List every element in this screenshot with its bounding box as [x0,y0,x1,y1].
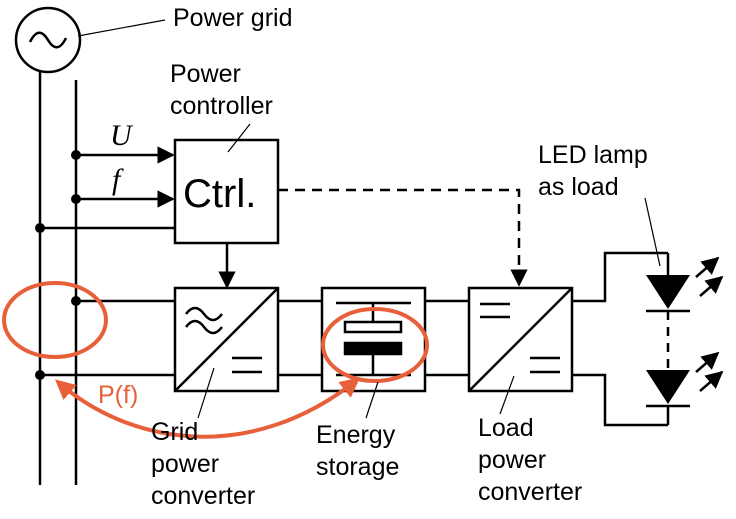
ctrl-label: Ctrl. [183,172,256,216]
power-controller-label-line2: controller [170,92,273,120]
load-converter-box [467,286,574,393]
ac-dc-converter-icon [185,306,262,374]
led-label-leader [644,197,661,267]
grid-converter-box [173,286,280,393]
storage-highlight [321,307,429,383]
pf-label: P(f) [98,381,138,409]
grid-source-icon [14,6,82,74]
power-grid-label: Power grid [173,4,293,32]
load-converter-leader [499,375,515,415]
grid-label-leader [77,19,166,37]
load-converter-label-line1: Load [478,414,534,442]
load-converter-label-line3: converter [478,478,582,506]
dc-dc-converter-icon [480,302,560,374]
load-converter-label-line2: power [478,446,546,474]
led-label-line2: as load [538,173,619,201]
grid-converter-leader [197,367,215,419]
storage-label-line1: Energy [316,421,396,449]
grid-converter-label-line3: converter [151,482,255,510]
diode-icon [646,351,724,408]
grid-connection-highlight [2,281,108,359]
controller-label-leader [227,123,251,153]
capacitor-icon [343,303,403,375]
frequency-label: f [112,163,124,196]
power-frequency-arrow [54,377,361,439]
controller-box [173,138,280,245]
power-controller-label-line1: Power [170,60,241,88]
energy-storage-box [320,286,427,393]
led-wiring-bottom [572,373,668,427]
grid-converter-label-line2: power [151,450,219,478]
led-wiring-top [572,251,668,303]
storage-leader [365,381,379,419]
grid-converter-label-line1: Grid [151,418,198,446]
led-label-line1: LED lamp [538,141,648,169]
voltage-label: U [110,119,134,152]
control-dashed-line [278,188,528,287]
storage-label-line2: storage [316,453,399,481]
diode-icon [646,256,724,313]
